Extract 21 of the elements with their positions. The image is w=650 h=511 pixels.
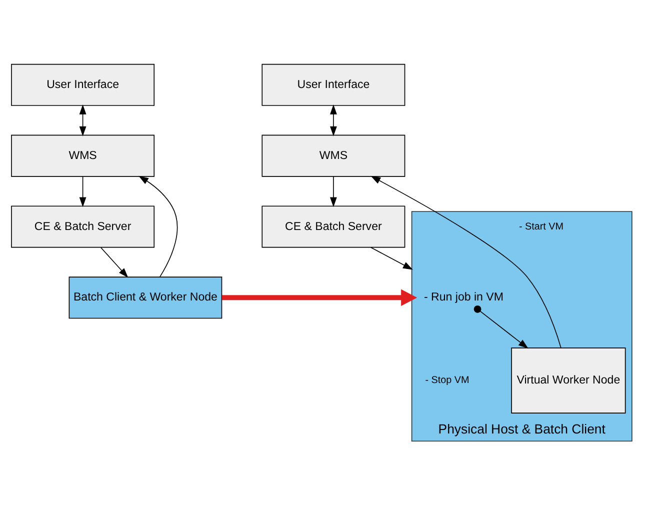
arrow xyxy=(138,175,178,277)
arrow xyxy=(474,304,528,348)
arrow xyxy=(370,246,413,270)
node-box: WMS xyxy=(262,134,406,176)
arrow xyxy=(100,246,128,278)
label: - Start VM xyxy=(519,220,564,232)
node-box: CE & Batch Server xyxy=(262,205,406,248)
node-box: CE & Batch Server xyxy=(11,205,155,248)
arrow xyxy=(79,176,86,207)
node-box: User Interface xyxy=(11,63,155,106)
node-box: Virtual Worker Node xyxy=(511,347,626,413)
arrow xyxy=(330,104,337,136)
node-box: WMS xyxy=(11,134,155,176)
label: - Stop VM xyxy=(425,374,470,386)
arrow xyxy=(222,288,418,306)
arrow xyxy=(330,176,337,207)
node-box: Batch Client & Worker Node xyxy=(68,276,222,318)
node-text: - Run job in VM xyxy=(424,291,504,304)
node-box: User Interface xyxy=(262,63,406,106)
arrow xyxy=(79,104,86,136)
arrow xyxy=(370,175,562,348)
